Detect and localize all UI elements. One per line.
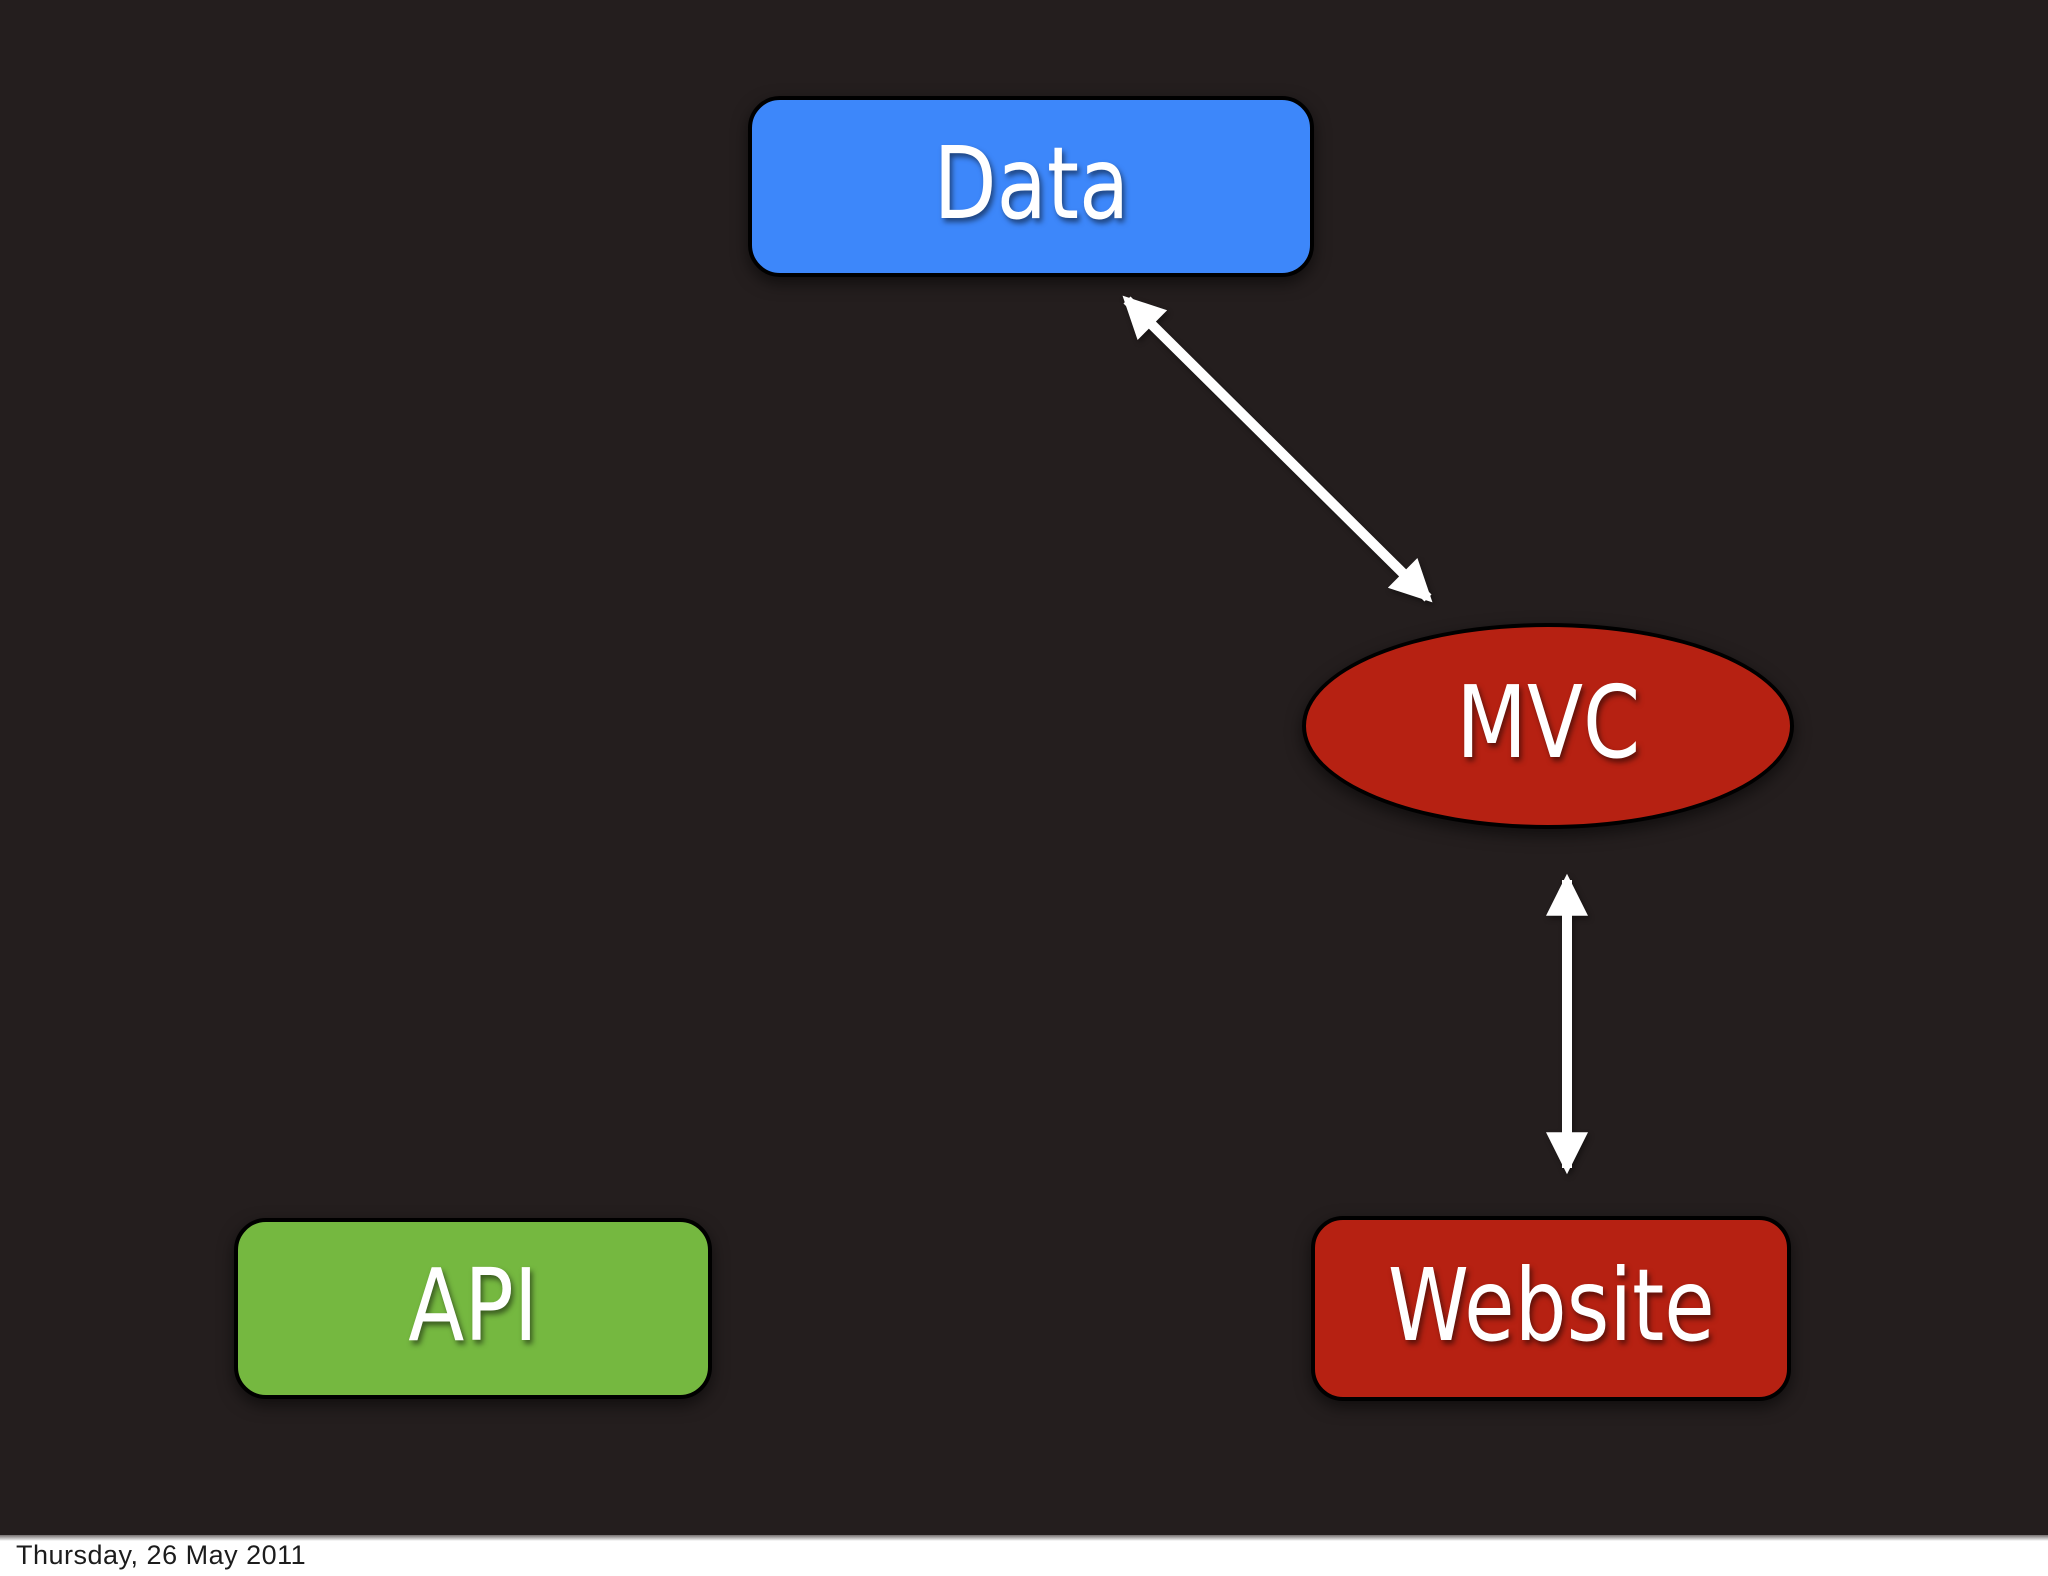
slide-background: Data MVC Website API [234, 96, 1794, 1401]
node-mvc: MVC [1302, 623, 1794, 829]
node-data: Data [748, 96, 1314, 277]
node-api-label: API [408, 1246, 538, 1364]
node-mvc-label: MVC [1455, 664, 1641, 781]
footer-date: Thursday, 26 May 2011 [16, 1540, 307, 1570]
node-data-label: Data [933, 124, 1129, 242]
footer-bar: Thursday, 26 May 2011 [0, 1535, 2048, 1576]
node-website: Website [1311, 1216, 1791, 1401]
arrow-data-mvc [1122, 295, 1433, 603]
node-api: API [234, 1218, 712, 1399]
node-website-label: Website [1387, 1246, 1715, 1364]
